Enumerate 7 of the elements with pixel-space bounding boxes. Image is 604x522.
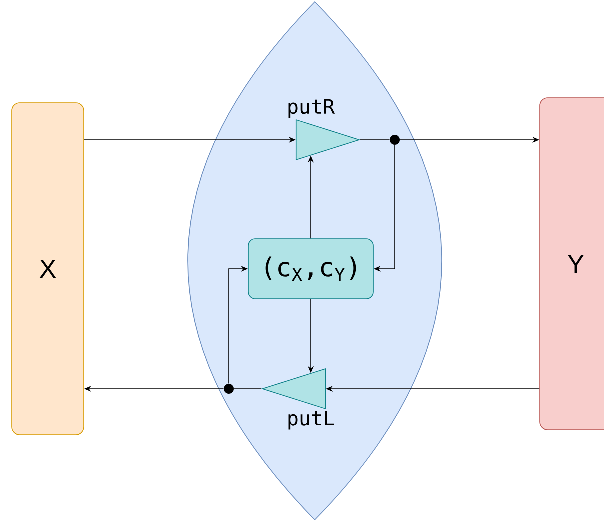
state-box: (c$_{X}$,c$_{Y}$)	[248, 238, 374, 300]
side-box: X	[12, 102, 84, 436]
junction-dot	[390, 135, 400, 145]
node-label: putR	[288, 99, 336, 118]
side-box: Y	[540, 98, 604, 430]
node-label: putL	[288, 410, 334, 430]
junction-dot	[224, 384, 234, 394]
